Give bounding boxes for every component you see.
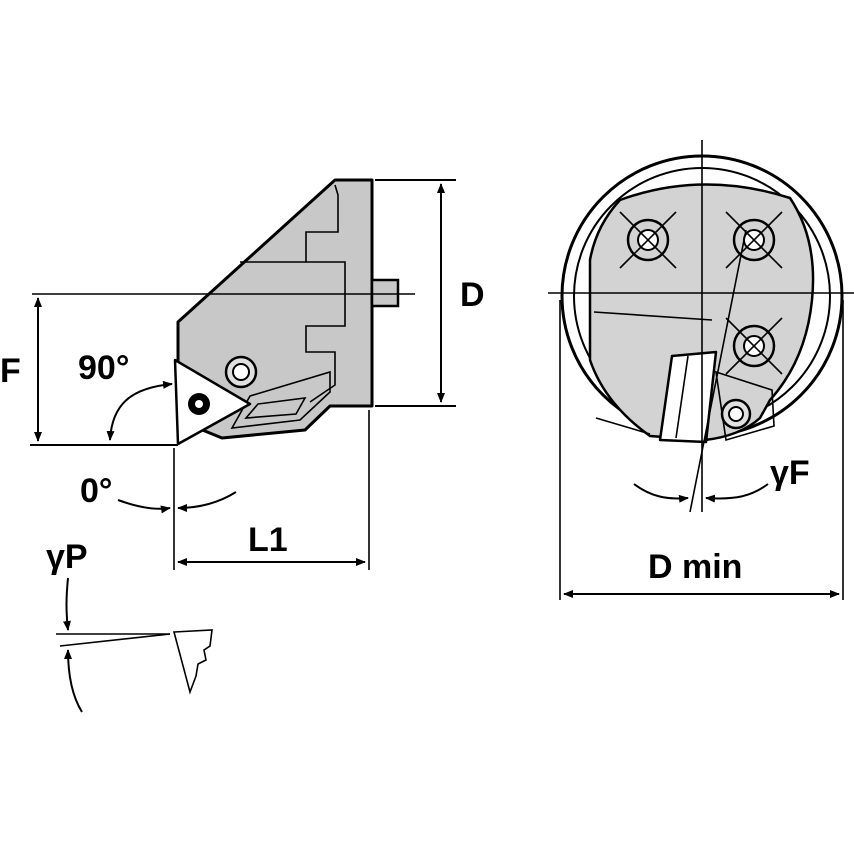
gamma-p-insert-section: [172, 629, 213, 695]
front-screw-head-icon: [728, 406, 744, 422]
triangular-insert: [173, 358, 252, 446]
angle-0-arc-left: [117, 499, 171, 514]
label-d: D: [460, 276, 485, 314]
coupling-stub: [370, 278, 400, 308]
gamma-p-arc-bottom: [64, 649, 83, 713]
face-parting-line: [593, 311, 713, 321]
angle-90-arc: [106, 380, 173, 441]
gamma-p-arc-top: [63, 577, 71, 631]
bolt-top-right-icon: [725, 211, 783, 269]
label-l1: L1: [248, 521, 288, 559]
clamp-wedge: [230, 370, 331, 429]
gamma-f-rake-line: [689, 229, 747, 513]
label-0-degrees: 0°: [80, 472, 113, 510]
bolt-top-left-icon: [619, 211, 677, 269]
gamma-p-rake-line: [59, 633, 171, 647]
label-90-degrees: 90°: [78, 349, 129, 387]
bolt-lower-right-icon: [725, 317, 783, 375]
clamp-face: [244, 397, 307, 419]
gamma-f-arc-right: [705, 483, 769, 503]
label-gamma-f: γF: [770, 454, 810, 492]
label-f: F: [0, 352, 21, 390]
label-gamma-p: γP: [46, 538, 88, 576]
insert-hole-center: [195, 400, 203, 408]
gamma-f-arc-left: [633, 483, 689, 503]
front-insert-edge: [675, 355, 689, 439]
screw-head-icon: [232, 363, 250, 381]
label-d-min: D min: [648, 548, 742, 586]
side-view: [173, 178, 400, 446]
angle-0-arc-right: [177, 491, 237, 512]
face-lower-edge: [595, 417, 651, 435]
